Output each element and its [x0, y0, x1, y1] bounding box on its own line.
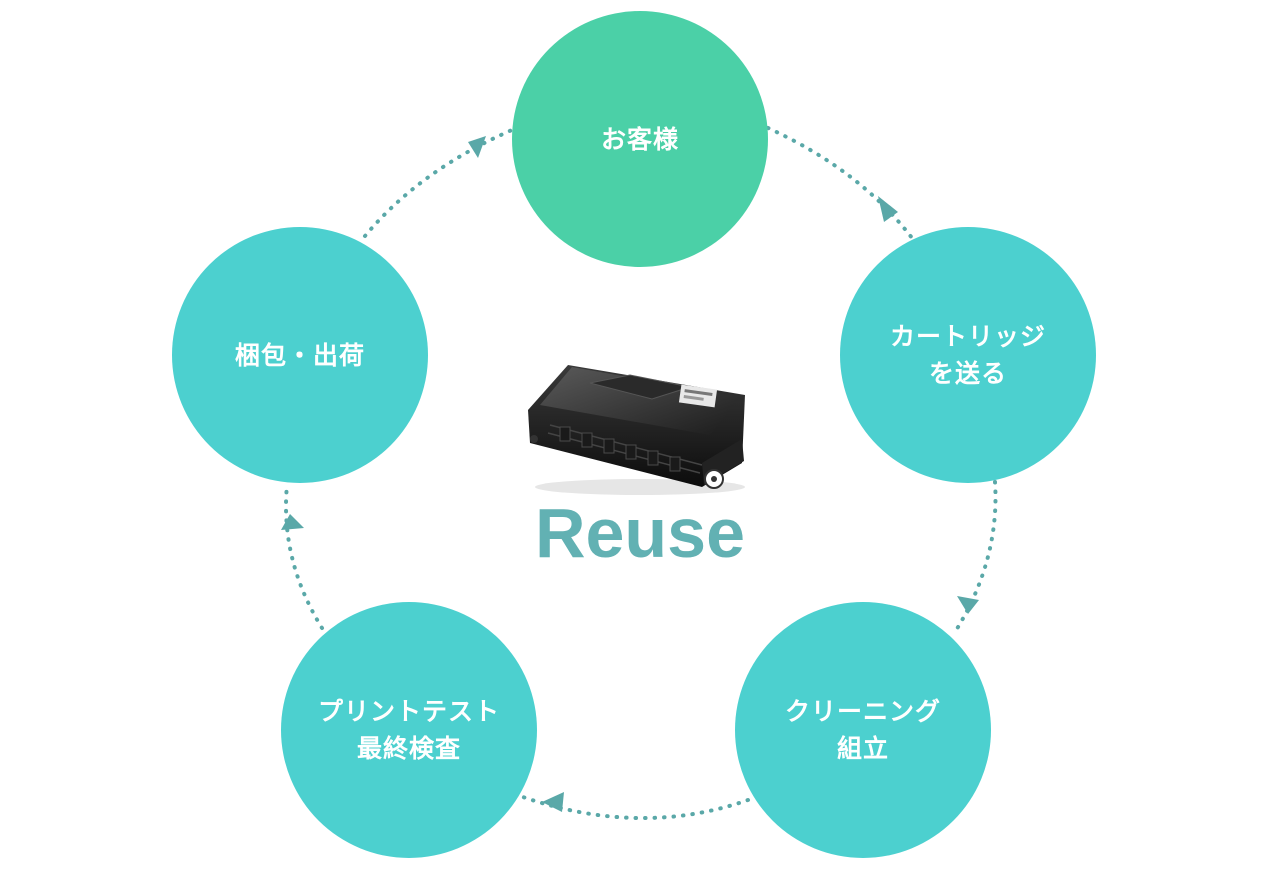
reuse-title: Reuse	[534, 494, 746, 572]
step-packing-shipping-label: 梱包・出荷	[234, 340, 365, 370]
connector-1-to-2	[766, 126, 914, 240]
arrow-head-3	[542, 792, 564, 812]
step-customer[interactable]: お客様	[512, 11, 768, 267]
connector-4-to-5	[284, 483, 324, 630]
step-customer-label: お客様	[600, 124, 679, 154]
arrow-head-1	[878, 196, 898, 222]
step-cleaning-assembly-label-line2: 組立	[836, 734, 889, 763]
arrow-head-5	[468, 136, 486, 158]
step-print-test-label-line2: 最終検査	[356, 734, 461, 763]
step-packing-shipping[interactable]: 梱包・出荷	[172, 227, 428, 483]
step-send-cartridge-label-line2: を送る	[928, 359, 1007, 388]
step-send-cartridge[interactable]: カートリッジ を送る	[840, 227, 1096, 483]
arrow-head-2	[957, 596, 979, 614]
step-cleaning-assembly[interactable]: クリーニング 組立	[735, 602, 991, 858]
toner-cartridge-icon	[528, 365, 745, 495]
step-print-test-label-line1: プリントテスト	[317, 697, 500, 726]
step-cleaning-assembly-label-line1: クリーニング	[784, 697, 941, 726]
arrow-head-4	[281, 514, 304, 530]
step-send-cartridge-label-line1: カートリッジ	[889, 322, 1046, 351]
connector-2-to-3	[953, 480, 998, 634]
connector-5-to-1	[363, 128, 514, 238]
step-print-test[interactable]: プリントテスト 最終検査	[281, 602, 537, 858]
